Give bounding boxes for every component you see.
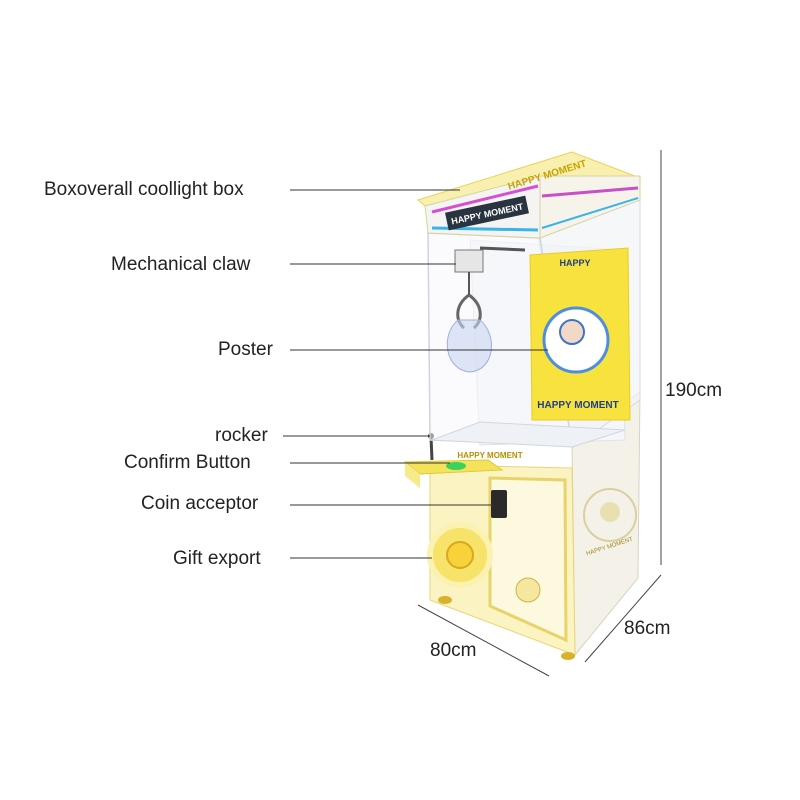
lightbox-sign [445,195,529,231]
play-area-floor [431,421,626,448]
cabinet-foot-right [561,652,575,660]
label-box: Boxoverall coollight box [44,179,244,200]
shelf-brand-text: HAPPY MOMENT [457,451,522,460]
neon-strip-side-blue [541,197,639,229]
dimension-depth: 86cm [624,618,671,639]
neon-strip-pink [431,184,539,214]
door-mascot-icon [515,577,541,603]
width-dimension-line [417,604,550,677]
claw-carriage [454,249,484,273]
neon-strip-side [541,186,639,198]
label-claw: Mechanical claw [111,254,251,275]
depth-dimension-line [584,574,662,663]
cabinet-foot-left [438,596,452,604]
label-poster: Poster [218,339,273,360]
control-shelf-front [405,462,420,488]
poster-mascot-face [559,319,585,345]
label-rocker: rocker [215,425,268,446]
claw-rail [479,246,526,252]
prize-doll [446,319,492,373]
dimension-height: 190cm [665,380,723,401]
poster-top-text: HAPPY [559,258,590,268]
gift-export-mascot-icon [446,541,474,569]
confirm-button[interactable] [446,462,466,470]
label-confirm: Confirm Button [124,452,251,473]
poster-bottom-text: HAPPY MOMENT [537,400,619,411]
side-mascot-logo [583,488,637,542]
label-coin: Coin acceptor [141,493,259,514]
coin-acceptor-slot[interactable] [491,490,507,518]
lightbox-side-band [539,175,641,239]
dimension-width: 80cm [430,640,477,661]
neon-strip-blue [431,226,539,232]
label-gift: Gift export [173,548,261,569]
rocker-stick[interactable] [429,436,434,461]
side-mascot-face-icon [600,502,620,522]
